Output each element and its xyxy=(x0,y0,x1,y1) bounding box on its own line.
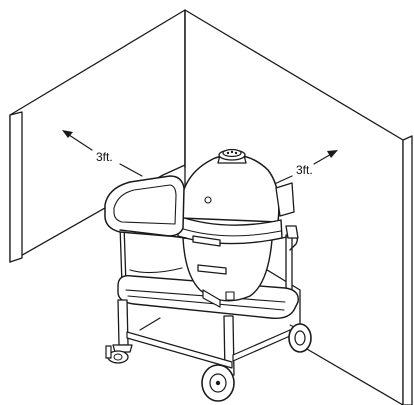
grill-logo xyxy=(204,196,212,204)
cart-top-frame xyxy=(104,175,299,274)
left-wall-edge xyxy=(9,111,23,263)
grill-base xyxy=(182,237,273,302)
arrow-head-icon xyxy=(327,150,338,158)
arrow-diagonal-icon xyxy=(119,163,143,177)
grill-badge xyxy=(225,291,235,301)
cart-crossbar-rear xyxy=(232,329,291,362)
cart-crossbar xyxy=(126,331,233,369)
top-vent xyxy=(217,148,247,164)
side-table xyxy=(104,175,185,237)
grill-handle-bar xyxy=(197,264,227,275)
cart-leg-back-right xyxy=(285,234,293,291)
wheel-rear xyxy=(288,323,312,353)
arrow-head-icon xyxy=(62,130,73,138)
clearance-left: 3ft. xyxy=(62,130,143,177)
clearance-label-right: 3ft. xyxy=(296,163,313,177)
wheel-front xyxy=(201,364,235,402)
draft-door xyxy=(202,289,221,308)
clearance-right: 3ft. xyxy=(269,150,338,187)
caster-wheel xyxy=(105,344,133,364)
grill-hinge xyxy=(275,182,295,217)
kamado-grill xyxy=(177,148,295,308)
grill-front-handle xyxy=(192,235,221,247)
arrow-diagonal-icon xyxy=(65,132,93,151)
clearance-label-left: 3ft. xyxy=(96,150,113,164)
right-wall-edge xyxy=(402,135,413,405)
